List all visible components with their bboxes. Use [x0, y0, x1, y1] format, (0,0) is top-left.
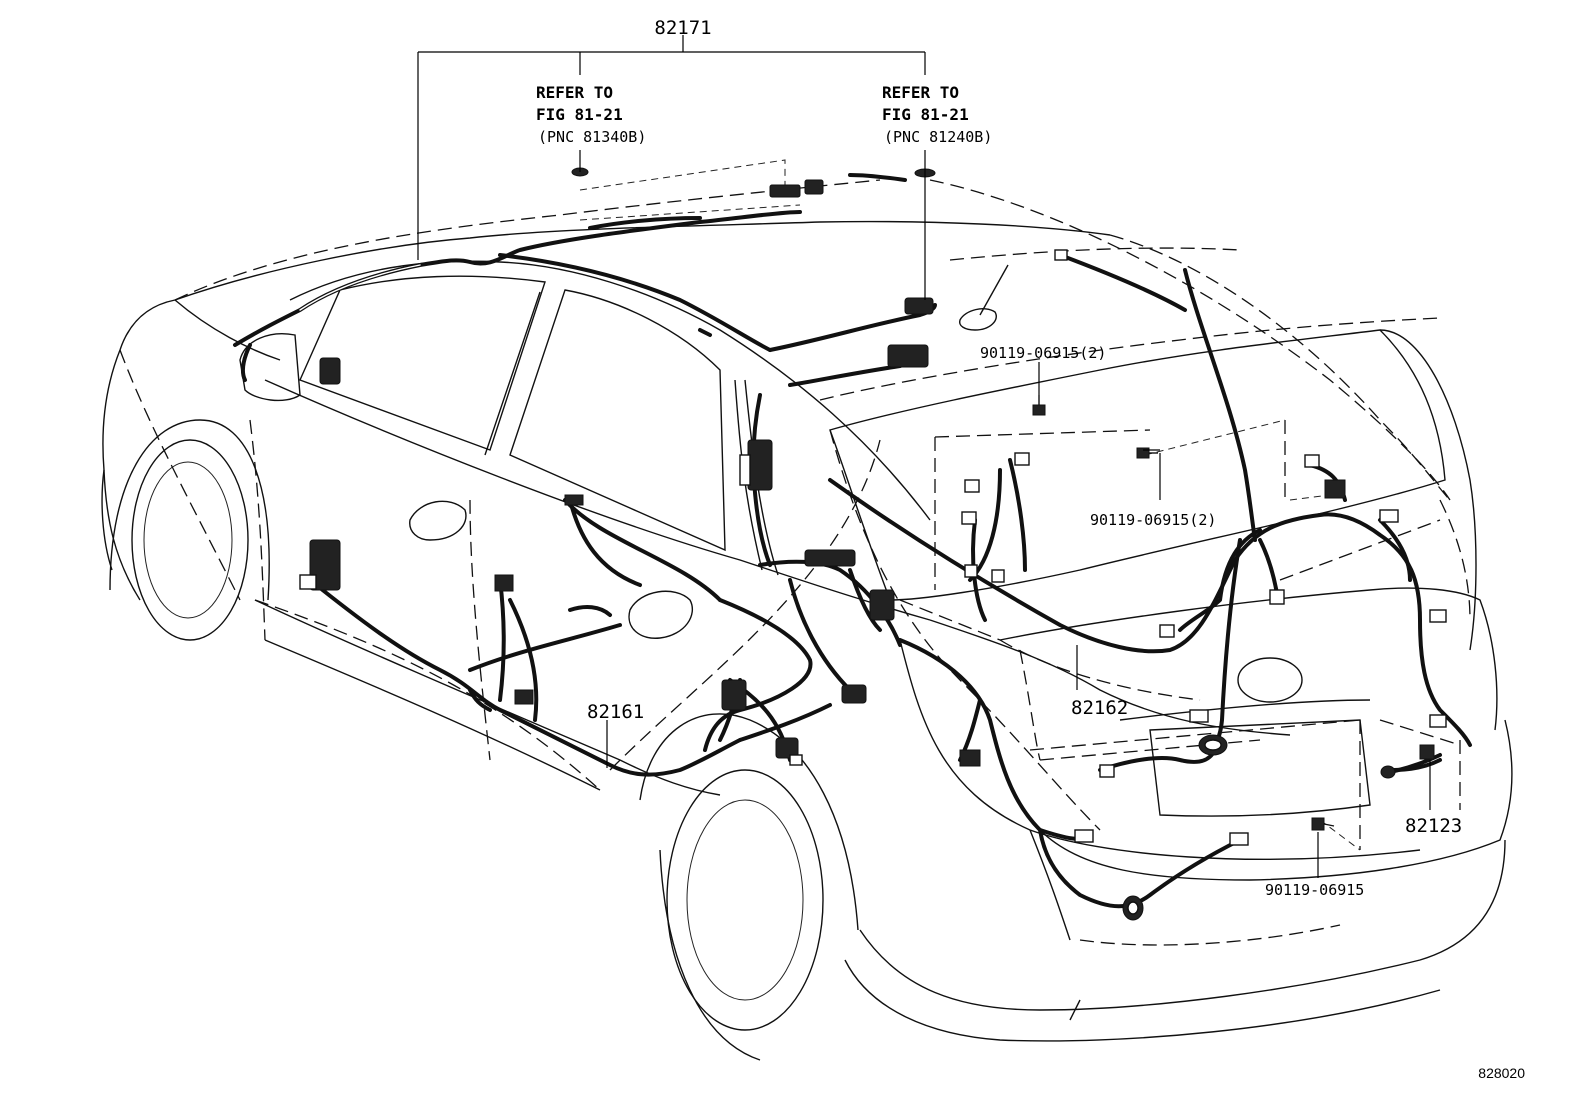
antenna: [958, 264, 1009, 331]
refer-left-line3: (PNC 81340B): [538, 128, 646, 146]
refer-left-line2: FIG 81-21: [536, 105, 623, 124]
bolt-bumper-label: 90119-06915: [1265, 881, 1364, 899]
rear-harness-82162: [828, 249, 1472, 921]
bolt-roof-label: 90119-06915(2): [980, 344, 1106, 362]
phantom-lines: [119, 159, 1471, 946]
license-harness-82123: [1380, 744, 1442, 779]
bolt-rear-label: 90119-06915(2): [1090, 511, 1216, 529]
figure-number: 828020: [1478, 1065, 1525, 1081]
refer-right-line2: FIG 81-21: [882, 105, 969, 124]
bolt-rear-icon: [1136, 447, 1158, 459]
bolt-roof-icon: [1032, 395, 1046, 416]
part-82161-label: 82161: [587, 701, 644, 723]
leader-lines: [417, 35, 1431, 878]
part-82162-label: 82162: [1071, 697, 1128, 719]
part-82171-label: 82171: [654, 17, 711, 39]
roof-harness-82171: [233, 167, 937, 567]
floor-harness-82161: [299, 494, 902, 777]
bolt-bumper-icon: [1311, 817, 1335, 831]
part-labels: 82171 REFER TO FIG 81-21 (PNC 81340B) RE…: [536, 17, 1525, 1081]
refer-right-line1: REFER TO: [882, 83, 959, 102]
refer-right-line3: (PNC 81240B): [884, 128, 992, 146]
part-82123-label: 82123: [1405, 815, 1462, 837]
car-body-outline: [101, 220, 1513, 1061]
refer-left-line1: REFER TO: [536, 83, 613, 102]
